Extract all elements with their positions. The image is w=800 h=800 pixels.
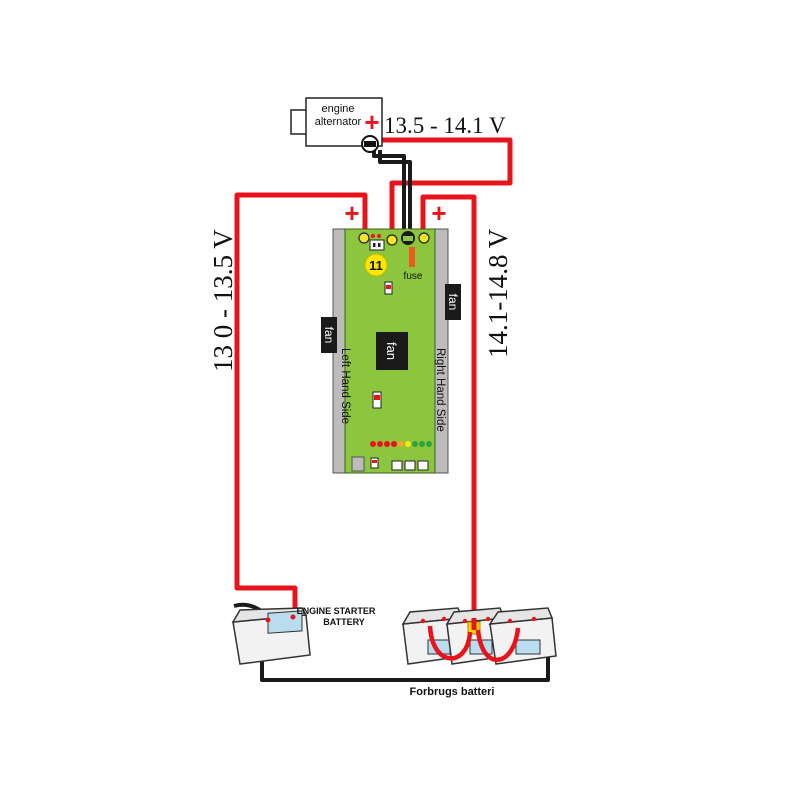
right-fan: fan [445,284,461,320]
left-fan-label: fan [322,327,336,344]
right-side-label: Right Hand Side [434,348,446,432]
wire-alternator-negative [372,150,406,232]
right-voltage-label: 14.1-14.8 V [483,228,513,358]
left-output-terminal [358,232,370,244]
alternator-plus-sign: + [364,107,379,137]
wire-alternator-positive [369,137,513,240]
left-output-plus-sign: + [344,198,359,228]
fuse-label: fuse [404,271,423,282]
input-terminal [386,234,398,246]
starter-battery-label-line1: ENGINE STARTER [297,606,376,616]
fuse-element [409,247,415,267]
alternator-label-line2: alternator [315,116,362,128]
fuse-number-badge [364,253,388,277]
engine-starter-battery [231,607,311,665]
wire-alternator-negative-2 [378,150,412,232]
engine-alternator: engine alternator [290,97,383,153]
center-fan [376,332,408,370]
alternator-label-line1: engine [321,103,354,115]
controller-board: 11 fuse fan Left Hand Side Right Hand Si… [332,228,449,474]
board-component [369,239,385,251]
left-side-label: Left Hand Side [339,348,351,424]
wire-right-output [420,194,477,621]
wire-left-output [234,192,368,621]
right-fan-label: fan [446,294,460,311]
right-output-terminal [418,232,430,244]
center-fan-label: fan [384,342,399,360]
right-output-plus-sign: + [431,198,446,228]
house-battery-3 [488,607,557,665]
left-fan: fan [321,317,337,353]
house-battery-label: Forbrugs batteri [410,686,495,698]
starter-battery-label-line2: BATTERY [323,617,365,627]
status-leds [370,441,432,447]
left-voltage-label: 13 0 - 13.5 V [208,229,238,372]
fuse-number: 11 [369,258,383,273]
alternator-voltage-label: 13.5 - 14.1 V [384,113,506,138]
